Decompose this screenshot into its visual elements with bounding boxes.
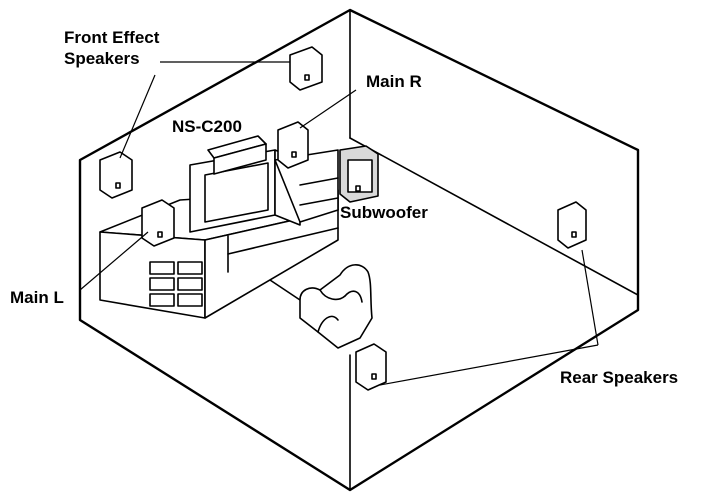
leader-lines: [79, 61, 599, 386]
main-r-label: Main R: [366, 72, 422, 91]
rear-speaker-right: [557, 201, 587, 249]
center-label: NS-C200: [172, 117, 242, 136]
front-effect-label-line2: Speakers: [64, 49, 140, 68]
subwoofer-label: Subwoofer: [340, 203, 428, 222]
main-r-speaker: [277, 121, 309, 169]
subwoofer: [339, 145, 379, 203]
rear-label: Rear Speakers: [560, 368, 679, 387]
main-l-label: Main L: [10, 288, 64, 307]
front-effect-label-line1: Front Effect: [64, 28, 160, 47]
main-l-speaker: [141, 199, 175, 247]
center-speaker: [207, 135, 267, 175]
front-effect-speaker-right: [289, 46, 323, 91]
tv-cabinet: [99, 149, 339, 319]
rear-speaker-left: [355, 343, 387, 391]
front-effect-speaker-left: [99, 151, 133, 199]
armchair: [299, 264, 373, 349]
